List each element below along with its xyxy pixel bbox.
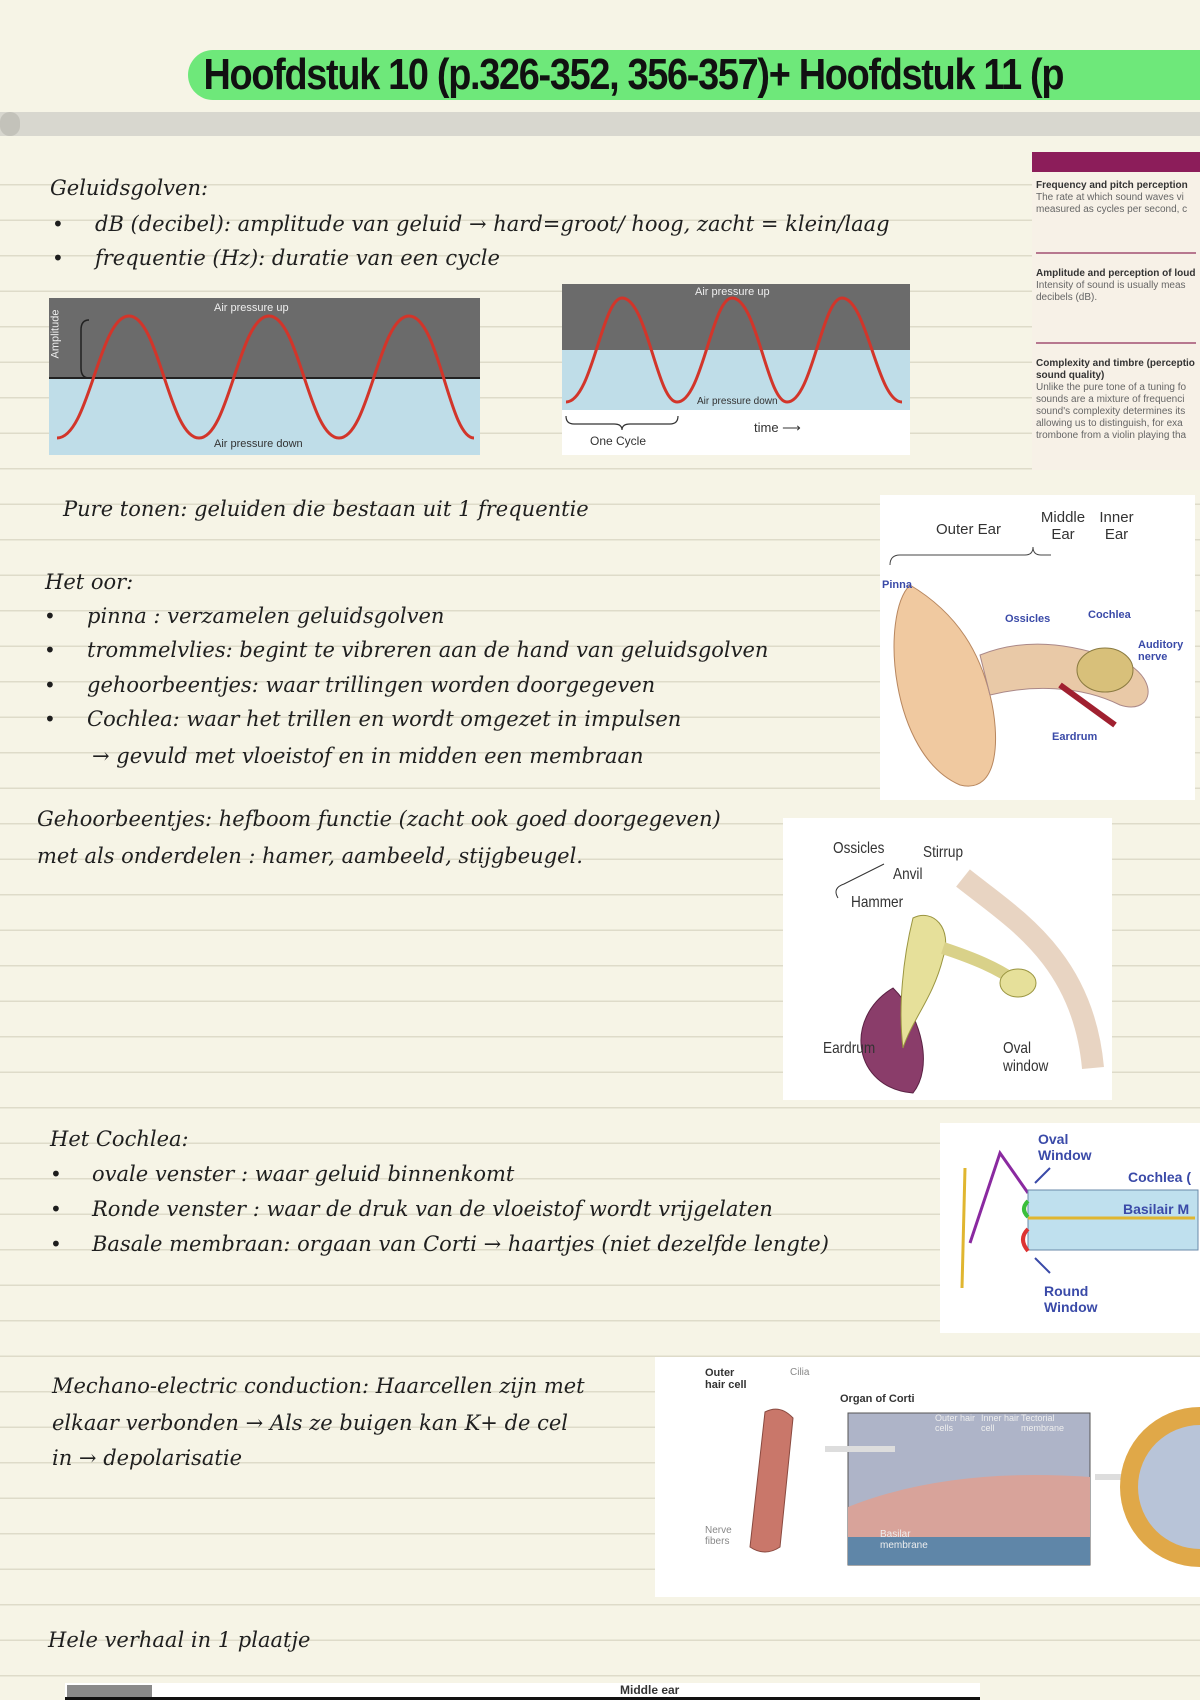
ear-illustration xyxy=(889,546,1149,787)
pure-tones-note: Pure tonen: geluiden die bestaan uit 1 f… xyxy=(63,497,589,521)
list-subitem: → gevuld met vloeistof en in midden een … xyxy=(92,744,644,768)
section-heading: Geluidsgolven: xyxy=(50,176,209,200)
sine-wave-graphic xyxy=(49,298,480,455)
sine-wave-graphic xyxy=(562,284,910,431)
list-item: Basale membraan: orgaan van Corti → haar… xyxy=(92,1232,829,1256)
bullet-icon: • xyxy=(50,1162,62,1186)
ossicles-illustration xyxy=(835,863,1104,1094)
panel-header-bar xyxy=(1032,152,1200,172)
note-line: Mechano-electric conduction: Haarcellen … xyxy=(52,1374,585,1398)
bullet-icon: • xyxy=(52,246,64,270)
bullet-icon: • xyxy=(50,1232,62,1256)
ossicles-image: Ossicles Stirrup Anvil Hammer Eardrum Ov… xyxy=(783,818,1112,1100)
summary-image: Middle ear xyxy=(65,1683,980,1700)
list-item: Cochlea: waar het trillen en wordt omgez… xyxy=(87,707,682,731)
section-heading: Het oor: xyxy=(45,570,134,594)
ear-anatomy-image: Outer Ear Middle Ear Inner Ear Pinna Oss… xyxy=(880,495,1195,800)
note-line: Gehoorbeentjes: hefboom functie (zacht o… xyxy=(37,807,721,831)
bullet-icon: • xyxy=(52,212,64,236)
page-title: Hoofdstuk 10 (p.326-352, 356-357)+ Hoofd… xyxy=(188,50,1200,100)
wave-diagram-cycle: Air pressure up Air pressure down One Cy… xyxy=(562,284,910,455)
bullet-icon: • xyxy=(44,638,56,662)
cochlea-diagram: Oval Window Cochlea ( Basilair M Round W… xyxy=(940,1123,1200,1333)
hair-cell-image: Outer hair cell Cilia Organ of Corti Out… xyxy=(655,1357,1200,1597)
list-item: gehoorbeentjes: waar trillingen worden d… xyxy=(87,673,656,697)
organ-of-corti-illustration xyxy=(749,1407,1200,1567)
list-item: trommelvlies: begint te vibreren aan de … xyxy=(87,638,769,662)
section-heading: Hele verhaal in 1 plaatje xyxy=(48,1628,311,1652)
note-line: elkaar verbonden → Als ze buigen kan K+ … xyxy=(52,1411,569,1435)
bullet-icon: • xyxy=(44,604,56,628)
cochlea-illustration xyxy=(960,1149,1199,1289)
horizontal-scrollbar[interactable] xyxy=(0,112,1200,136)
list-item: Ronde venster : waar de druk van de vloe… xyxy=(92,1197,773,1221)
bullet-icon: • xyxy=(44,673,56,697)
list-item: frequentie (Hz): duratie van een cycle xyxy=(95,246,500,270)
scrollbar-thumb[interactable] xyxy=(0,112,20,136)
note-line: in → depolarisatie xyxy=(52,1446,243,1470)
list-item: pinna : verzamelen geluidsgolven xyxy=(87,604,445,628)
bullet-icon: • xyxy=(50,1197,62,1221)
image-thumbnail xyxy=(67,1685,152,1697)
note-line: met als onderdelen : hamer, aambeeld, st… xyxy=(37,844,583,868)
section-heading: Het Cochlea: xyxy=(50,1127,189,1151)
wave-diagram-amplitude: Air pressure up Air pressure down Amplit… xyxy=(49,298,480,455)
bullet-icon: • xyxy=(44,707,56,731)
list-item: ovale venster : waar geluid binnenkomt xyxy=(92,1162,515,1186)
list-item: dB (decibel): amplitude van geluid → har… xyxy=(95,212,890,236)
